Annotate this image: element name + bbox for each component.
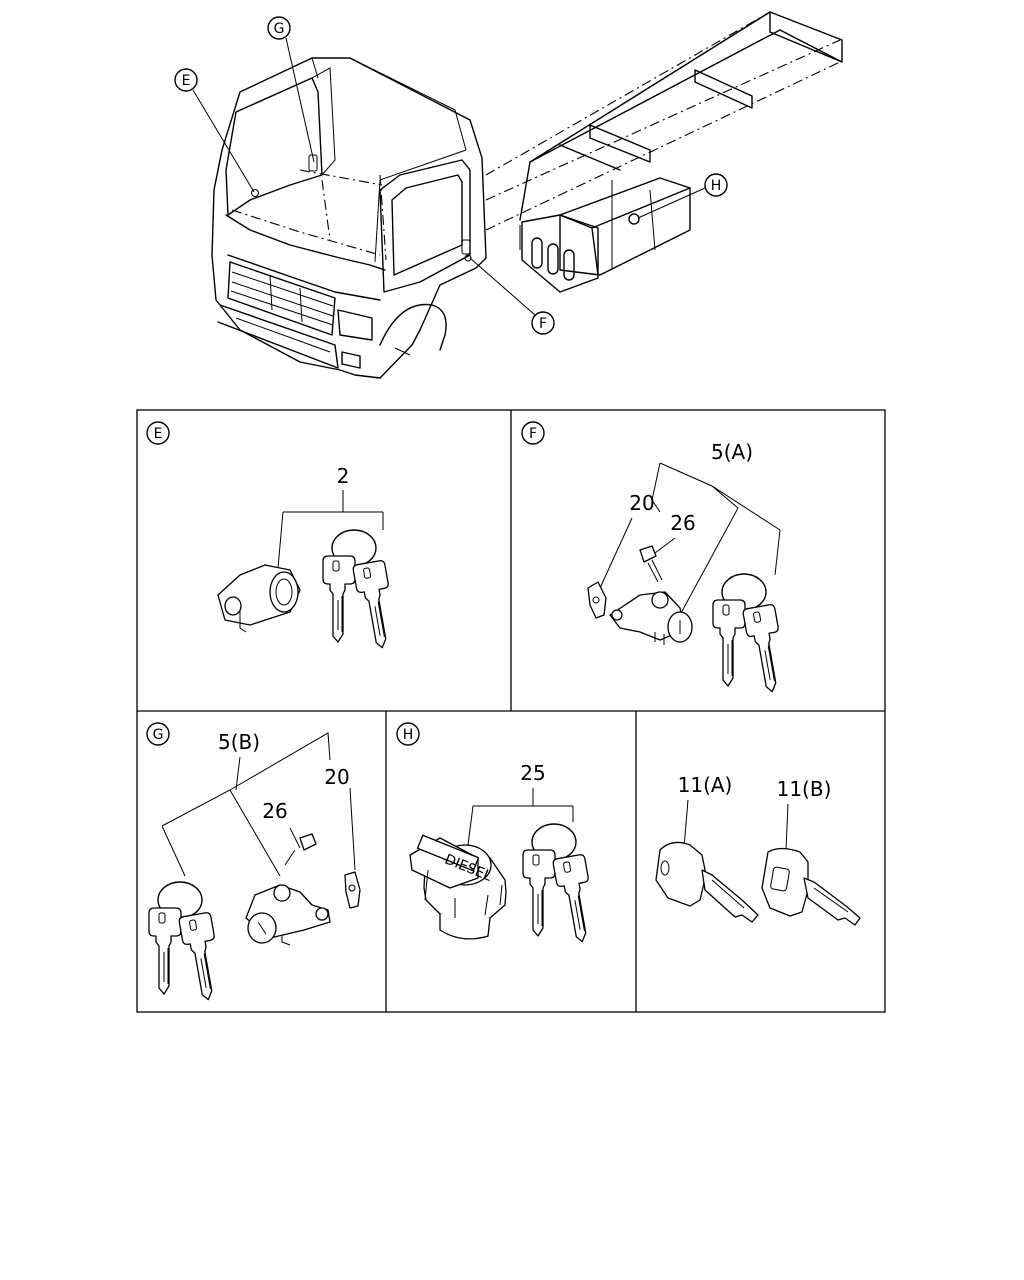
svg-text:H: H (711, 178, 722, 194)
panel-f: F 5(A) 20 26 (521, 421, 789, 694)
part-number-20: 20 (629, 491, 654, 515)
key-11a (655, 841, 759, 923)
lock-cylinder (217, 564, 301, 633)
key-set (149, 882, 225, 1002)
panel-keys: 11(A) 11(B) (655, 773, 861, 926)
part-number-5a: 5(A) (711, 440, 753, 464)
svg-text:E: E (182, 73, 191, 89)
svg-text:G: G (274, 21, 285, 37)
svg-text:F: F (539, 316, 547, 332)
key-11b (761, 847, 861, 926)
callout-f: F (469, 257, 555, 335)
part-number-11b: 11(B) (777, 777, 832, 801)
fuel-cap: DIESEL (409, 834, 507, 940)
bolt (639, 545, 663, 583)
svg-text:H: H (403, 727, 414, 743)
part-number-25: 25 (520, 761, 545, 785)
svg-text:G: G (153, 727, 164, 743)
part-number-26: 26 (670, 511, 695, 535)
part-number-20: 20 (324, 765, 349, 789)
callout-h: H (637, 173, 728, 219)
panel-frames (136, 409, 886, 1013)
svg-text:F: F (529, 426, 537, 442)
part-number-5b: 5(B) (218, 730, 260, 754)
truck-illustration (211, 11, 843, 379)
panel-g: G 5(B) 26 20 (146, 722, 361, 1002)
part-number-26: 26 (262, 799, 287, 823)
door-lock-cylinder (609, 591, 693, 645)
key-set (523, 824, 599, 944)
part-number-11a: 11(A) (678, 773, 733, 797)
panel-e: E 2 (146, 421, 399, 650)
key-set (323, 530, 399, 650)
door-lock-cylinder (245, 884, 331, 946)
callout-g: G (267, 16, 315, 163)
panel-h: H 25 DIESEL (396, 722, 599, 944)
key-set (713, 574, 789, 694)
part-number-2: 2 (337, 464, 350, 488)
svg-text:E: E (154, 426, 163, 442)
callout-e: E (174, 68, 255, 193)
